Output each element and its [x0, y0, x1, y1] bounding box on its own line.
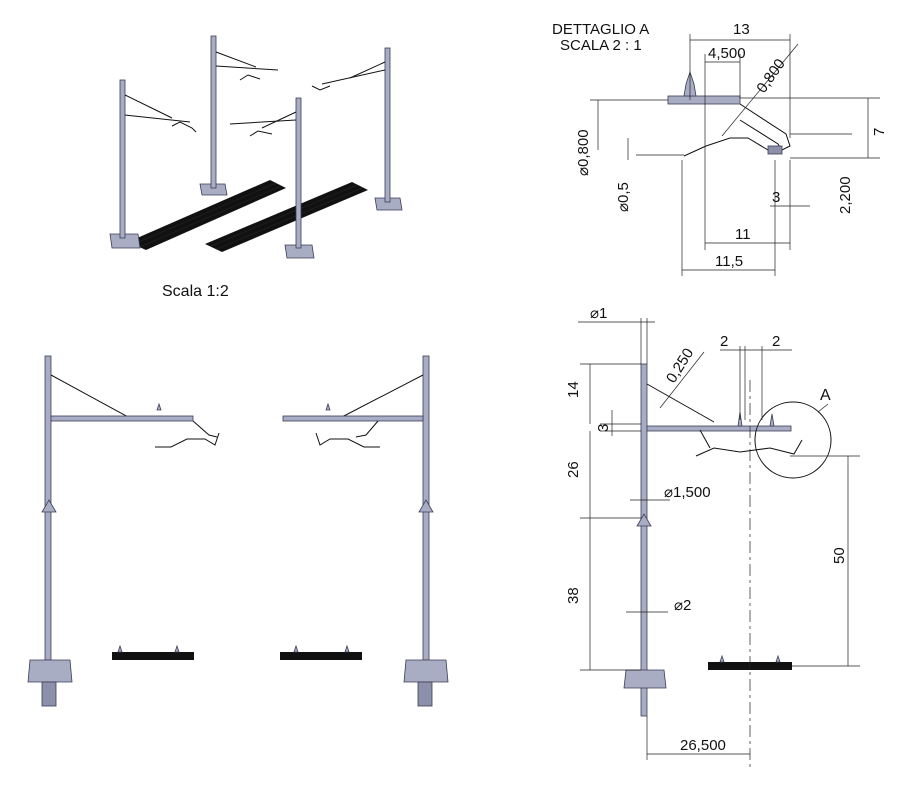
dim-14: 14	[565, 381, 582, 398]
dim-0250: 0,250	[663, 345, 697, 386]
dim-11: 11	[735, 226, 751, 243]
track-left	[128, 180, 286, 250]
dim-dia2: ⌀2	[674, 597, 691, 614]
dim-dia0800: ⌀0,800	[575, 129, 592, 176]
dim-2200: 2,200	[837, 176, 854, 214]
dim-dia05: ⌀0,5	[615, 182, 632, 212]
front-view-left	[27, 355, 220, 707]
side-view: A ⌀1	[565, 305, 860, 770]
detail-title: DETTAGLIO A	[552, 21, 649, 38]
detail-scale: SCALA 2 : 1	[560, 37, 642, 54]
iso-pole-1	[109, 79, 197, 249]
dim-2-left: 2	[720, 333, 728, 350]
iso-pole-3	[229, 97, 315, 259]
dim-3: 3	[595, 424, 612, 432]
dim-dia1: ⌀1	[590, 305, 607, 322]
dim-dia1500: ⌀1,500	[664, 484, 711, 501]
dim-4500: 4,500	[708, 45, 746, 62]
isometric-view: Scala 1:2	[109, 35, 403, 300]
track-right	[205, 182, 368, 252]
dim-3: 3	[772, 189, 780, 206]
front-view-right	[280, 355, 449, 707]
dim-2-right: 2	[772, 333, 780, 350]
iso-pole-4	[311, 47, 403, 211]
dim-26500: 26,500	[680, 737, 726, 754]
detail-callout-circle	[754, 401, 832, 479]
iso-scale-label: Scala 1:2	[162, 283, 229, 300]
dim-26: 26	[565, 461, 582, 478]
dim-0800-slant: 0,800	[753, 56, 788, 97]
iso-pole-2	[199, 35, 279, 196]
detail-callout-label: A	[820, 387, 831, 404]
detail-a-view: DETTAGLIO A SCALA 2 : 1	[552, 21, 888, 276]
dim-50: 50	[831, 547, 848, 564]
dim-13: 13	[733, 21, 750, 38]
dim-115: 11,5	[715, 253, 743, 270]
dim-7: 7	[871, 128, 888, 136]
dim-38: 38	[565, 587, 582, 604]
